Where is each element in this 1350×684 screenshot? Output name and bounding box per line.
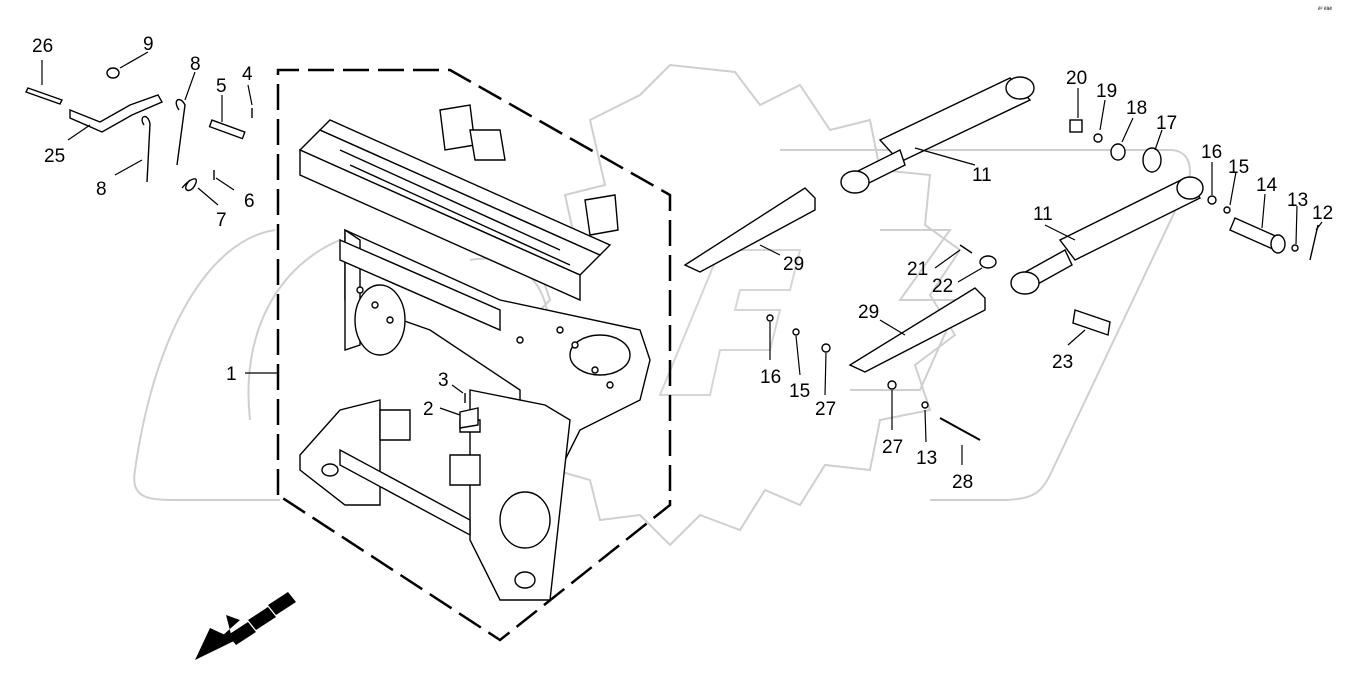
label-part-22: 22 [932,276,953,297]
label-part-7: 7 [216,210,227,231]
label-part-13-b: 13 [916,448,937,469]
frame-assembly-outline [276,68,672,642]
label-part-13: 13 [1287,190,1308,211]
part-22-ring [979,255,997,269]
part-9-clip [106,67,120,79]
part-8-pin-b [141,115,151,183]
frame-assembly [298,104,651,601]
corner-mark: é² èàè [1318,6,1332,12]
label-part-2: 2 [423,399,434,420]
label-part-9: 9 [143,34,154,55]
label-part-14: 14 [1256,175,1278,196]
part-21-pin [959,244,973,254]
label-part-8-b: 8 [96,179,107,200]
label-part-15: 15 [1228,157,1249,178]
part-17-bushing [1142,147,1162,173]
part-28-bolt [939,417,981,441]
label-part-20: 20 [1066,68,1087,89]
part-27-washer-a [821,343,831,353]
label-part-15-b: 15 [789,381,810,402]
part-15-washer-lower [792,328,800,336]
label-part-16: 16 [1201,142,1222,163]
label-part-11-b: 11 [1033,204,1053,225]
label-part-12: 12 [1312,203,1333,224]
label-part-4: 4 [242,64,253,85]
label-part-28: 28 [952,472,973,493]
part-12-bolt [1309,224,1319,261]
label-part-26: 26 [32,36,53,57]
watermark-letters [658,249,802,396]
part-27-washer-b [887,380,897,390]
label-part-16-b: 16 [760,367,781,388]
part-18-washer [1110,143,1126,161]
label-part-19: 19 [1096,81,1117,102]
label-part-27-b: 27 [882,437,903,458]
part-11-cylinder-lower [1010,176,1204,295]
part-11-cylinder-upper [840,76,1035,194]
part-16-nut [1207,195,1217,205]
part-25-bracket [69,94,163,133]
label-part-6: 6 [244,191,255,212]
part-15-washer [1223,206,1231,214]
part-19-washer [1093,133,1103,143]
part-7-spring [181,178,197,192]
label-part-17: 17 [1156,113,1177,134]
part-labels: 26 9 8 5 4 25 8 7 6 1 3 2 11 29 20 19 18… [32,34,1333,493]
label-part-27: 27 [815,399,836,420]
part-13-nut-lower [921,401,929,409]
part-16-nut-lower [766,314,774,322]
label-part-29-b: 29 [858,302,879,323]
label-part-29: 29 [783,254,804,275]
label-part-21: 21 [907,259,928,280]
part-5-pin [208,119,246,140]
label-part-23: 23 [1052,352,1073,373]
part-8-pin-a [175,98,186,166]
watermark-logo [133,63,1191,547]
part-26-bar [25,87,63,105]
part-29-arm-lower [848,287,986,373]
right-parts [683,76,1319,441]
part-2-bushing [459,407,479,429]
label-part-18: 18 [1126,98,1147,119]
label-part-1: 1 [226,364,237,385]
label-part-3: 3 [438,370,449,391]
part-23-pin [1072,309,1111,336]
label-part-8: 8 [190,54,201,75]
forward-direction-arrow [195,592,296,660]
leader-lines [41,51,1323,465]
part-13-nut [1291,244,1299,252]
left-small-parts [25,67,479,429]
label-part-25: 25 [44,146,65,167]
label-part-11: 11 [972,165,992,186]
label-part-5: 5 [216,76,227,97]
part-20-bolt [1069,119,1083,133]
part-29-arm-upper [683,187,816,273]
